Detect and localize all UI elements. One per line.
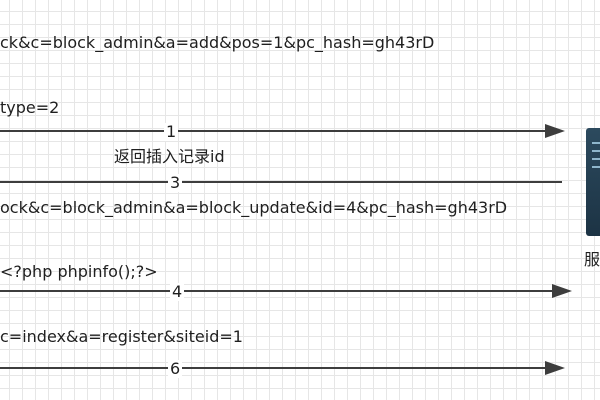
server-label: 服 bbox=[584, 250, 600, 269]
request-3-url: ock&c=block_admin&a=block_update&id=4&pc… bbox=[0, 198, 508, 217]
step-6-label: 6 bbox=[168, 359, 183, 378]
response-label: 返回插入记录id bbox=[114, 147, 225, 166]
arrow-1-head bbox=[545, 124, 565, 138]
request-6-url: c=index&a=register&siteid=1 bbox=[0, 327, 243, 346]
step-1-label: 1 bbox=[164, 122, 179, 141]
request-1-url: ck&c=block_admin&a=add&pos=1&pc_hash=gh4… bbox=[0, 33, 435, 52]
server-icon-bar bbox=[592, 158, 600, 160]
server-icon-bar bbox=[592, 142, 600, 144]
arrow-6-line bbox=[0, 367, 545, 369]
arrow-4-head bbox=[552, 284, 572, 298]
arrow-4-line bbox=[0, 290, 552, 292]
step-4-label: 4 bbox=[170, 282, 185, 301]
server-icon bbox=[586, 128, 600, 236]
payload-text: <?php phpinfo();?> bbox=[0, 262, 158, 281]
step-3-label: 3 bbox=[168, 173, 183, 192]
arrow-3-line bbox=[0, 181, 562, 183]
request-1-param: type=2 bbox=[0, 98, 60, 117]
server-icon-bar bbox=[592, 150, 600, 152]
arrow-1-line bbox=[0, 130, 545, 132]
arrow-6-head bbox=[545, 361, 565, 375]
server-icon-bar bbox=[592, 166, 600, 168]
